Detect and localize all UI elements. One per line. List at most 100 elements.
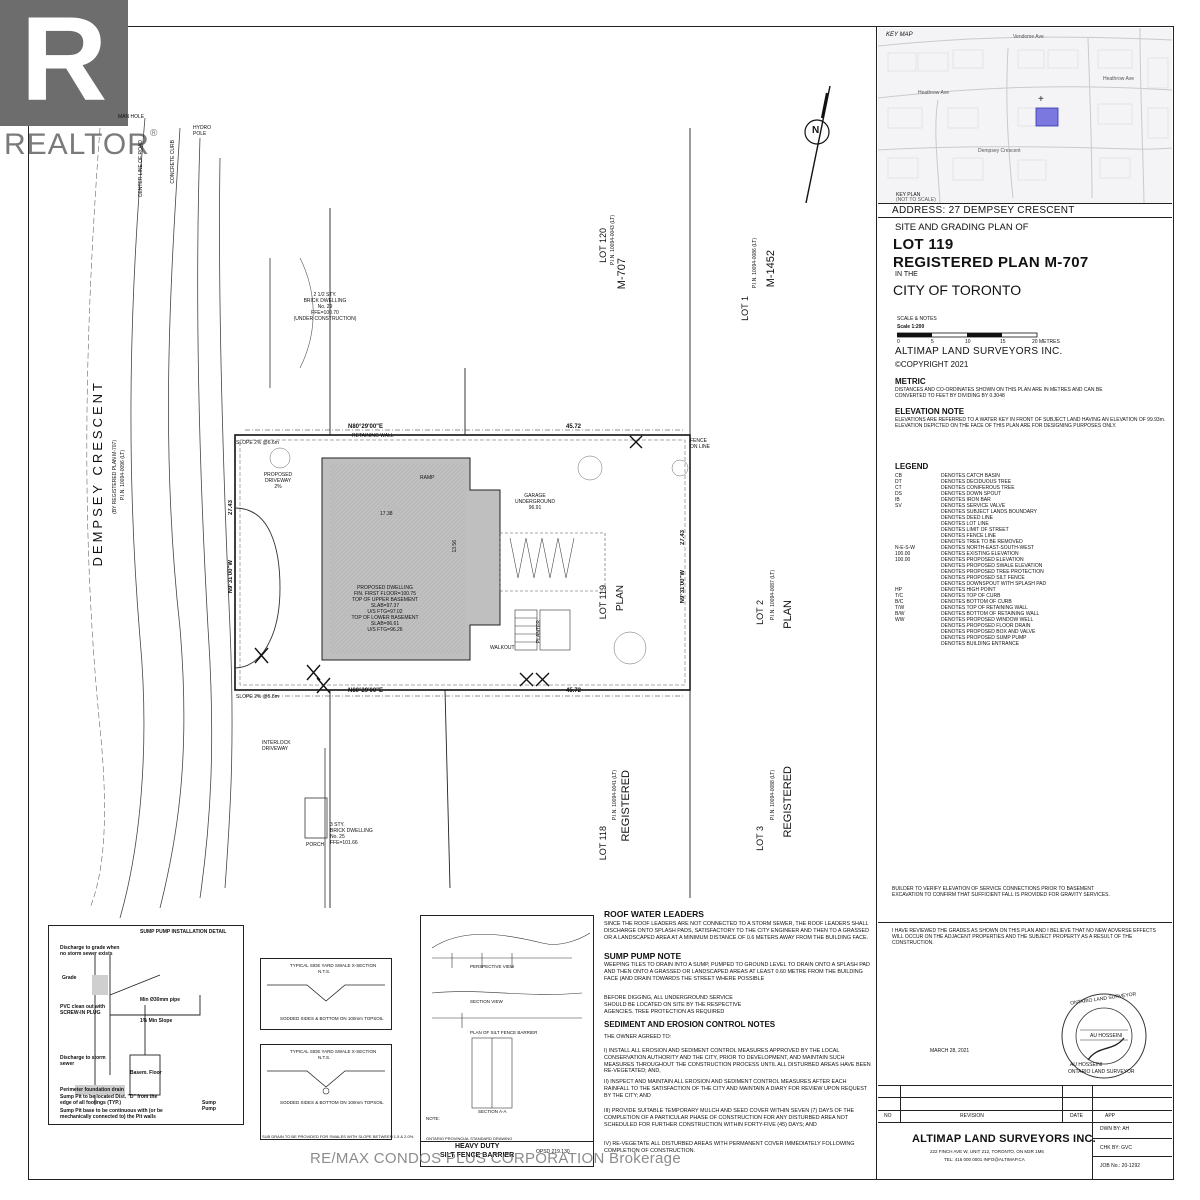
- sump-detail-drawing: [75, 955, 201, 1105]
- driveway-label-line: DRIVEWAY: [264, 478, 292, 484]
- silt-section-label: SECTION VIEW: [470, 999, 503, 1004]
- key-map-street-2: Heathrow Ave: [1103, 76, 1135, 82]
- manhole-label: MAN HOLE: [118, 114, 145, 120]
- dim-bottom: 45.72: [566, 688, 582, 694]
- street-pin: P.I.N. 10094-0096 (LT): [120, 450, 126, 501]
- swale-bottom-sub: N.T.S.: [318, 1055, 331, 1060]
- sump-detail-title: SUMP PUMP INSTALLATION DETAIL: [140, 929, 227, 935]
- legend-symbol: 100.00: [895, 551, 911, 557]
- sump-label-3: Min Ø30mm pipe: [140, 997, 181, 1003]
- sump-label-2: PVC clean out with SCREW-IN PLUG: [60, 1004, 106, 1016]
- footer-contact: TEL: 416 000 0001 INFO@ALTIMAP.CA: [944, 1157, 1025, 1162]
- legend-description: DENOTES PROPOSED SILT FENCE: [941, 575, 1025, 581]
- driveway-label-line: PROPOSED: [263, 472, 293, 478]
- neighbour-bottom-line: BRICK DWELLING: [330, 828, 373, 834]
- legend-symbol: B/C: [895, 599, 904, 605]
- rev-header-no: NO: [884, 1113, 892, 1119]
- legend-description: DENOTES DOWN SPOUT: [941, 491, 1002, 497]
- realtor-logo-word: REALTOR: [4, 128, 150, 161]
- porch-label: PORCH: [306, 842, 325, 848]
- sed-title: SEDIMENT AND EROSION CONTROL NOTES: [604, 1020, 776, 1029]
- sed-intro: THE OWNER AGREED TO:: [604, 1034, 672, 1040]
- scale-tick-1: 5: [931, 339, 934, 345]
- street-lines: [119, 117, 233, 918]
- silt-section-aa: SECTION A-A: [478, 1109, 507, 1114]
- realtor-logo-letter: R: [20, 0, 108, 126]
- legend-item: DENOTES PROPOSED SUMP PUMP: [895, 635, 1095, 641]
- legend-description: DENOTES PROPOSED SUMP PUMP: [941, 635, 1027, 641]
- legend-description: DENOTES NORTH-EAST-SOUTH-WEST: [941, 545, 1034, 551]
- legend-description: DENOTES IRON BAR: [941, 497, 991, 503]
- dim-top: 45.72: [566, 424, 582, 430]
- legend-description: DENOTES PROPOSED SWALE ELEVATION: [941, 563, 1043, 569]
- neighbour-top-line: FFE=100.70: [311, 310, 339, 316]
- bearing-bottom: N80°29'00"E: [348, 688, 384, 694]
- silt-title-divider: [420, 1141, 594, 1142]
- legend-description: DENOTES TOP OF CURB: [941, 593, 1001, 599]
- key-map-subject-lot: [1035, 107, 1059, 127]
- dwelling-label-line: U/S FTG=96.26: [367, 627, 403, 633]
- silt-opsd: OPSD 219.130: [536, 1149, 570, 1155]
- lot-118-pin: P.I.N. 10094-0041 (LT): [612, 770, 618, 821]
- footer-drawn: DWN BY: AH: [1100, 1126, 1130, 1132]
- legend-description: DENOTES TREE TO BE REMOVED: [941, 539, 1023, 545]
- rev-line-1: [878, 1085, 1172, 1086]
- swale-bottom-drawing: [267, 1070, 385, 1095]
- dwelling-label-line: TOP OF UPPER BASEMENT SLAB=97.37: [352, 597, 418, 609]
- sump-label-0: Discharge to grade when no storm sewer e…: [60, 945, 120, 957]
- fence-label: FENCE ON LINE: [690, 438, 711, 450]
- footer-hline-2: [1092, 1156, 1172, 1157]
- legend-symbol: DS: [895, 491, 902, 497]
- driveway-label-line: 2%: [274, 484, 282, 490]
- scale-tick-0: 0: [897, 339, 900, 345]
- scale-tick-4: 20 METRES: [1032, 339, 1060, 345]
- lot-2: LOT 2: [755, 600, 765, 625]
- legend-symbol: IB: [895, 497, 900, 503]
- curb-label: CONCRETE CURB: [170, 140, 176, 184]
- scale-tick-2: 10: [965, 339, 971, 345]
- rev-line-3: [878, 1110, 1172, 1111]
- rev-vline-2: [1062, 1085, 1063, 1122]
- legend-description: DENOTES SERVICE VALVE: [941, 503, 1006, 509]
- legend-item: DENOTES PROPOSED SILT FENCE: [895, 575, 1095, 581]
- interlock-label: INTERLOCK DRIVEWAY: [262, 740, 291, 752]
- rev-line-2: [878, 1097, 1172, 1098]
- legend-description: DENOTES DEED LINE: [941, 515, 993, 521]
- swale-sub-note: SUB DRAIN TO BE PROVIDED FOR SWALES WITH…: [262, 1134, 414, 1139]
- sump-label-10: Sump Pit base to be continuous with (or …: [60, 1108, 163, 1120]
- sump-label-1: Grade: [62, 975, 77, 981]
- neighbour-bottom-line: No. 25: [330, 834, 345, 840]
- slope-bottom-label: SLOPE 2% @5.8m: [236, 694, 279, 700]
- realtor-logo: R REALTOR®: [0, 0, 157, 165]
- key-map-street-1: Vendome Ave: [1013, 34, 1044, 40]
- lot-118: LOT 118: [598, 826, 608, 861]
- swale-detail-bottom: [260, 1044, 392, 1140]
- builder-note: BUILDER TO VERIFY ELEVATION OF SERVICE C…: [892, 886, 1110, 898]
- depth-label: 13.56: [452, 540, 458, 553]
- legend-symbol: CT: [895, 485, 902, 491]
- centre-line-label: CENTER LINE OF ROAD: [138, 140, 144, 198]
- sed-item-3: III) PROVIDE SUITABLE TEMPORARY MULCH AN…: [604, 1108, 855, 1128]
- legend-symbol: B/W: [895, 611, 905, 617]
- legend-description: DENOTES TOP OF RETAINING WALL: [941, 605, 1028, 611]
- dim-left: 27.43: [228, 500, 234, 516]
- footer-company: ALTIMAP LAND SURVEYORS INC.: [912, 1133, 1096, 1145]
- svg-text:+: +: [1038, 94, 1044, 105]
- sump-label-6: Discharge to storm sewer: [60, 1055, 106, 1067]
- footer-hline-1: [1092, 1138, 1172, 1139]
- scale-value: Scale 1:200: [897, 324, 925, 330]
- swale-top-drawing: [267, 984, 385, 1002]
- legend-item: IB DENOTES IRON BAR: [895, 497, 1095, 503]
- hydro-label: HYDRO POLE: [193, 125, 212, 137]
- legend-description: DENOTES DECIDUOUS TREE: [941, 479, 1012, 485]
